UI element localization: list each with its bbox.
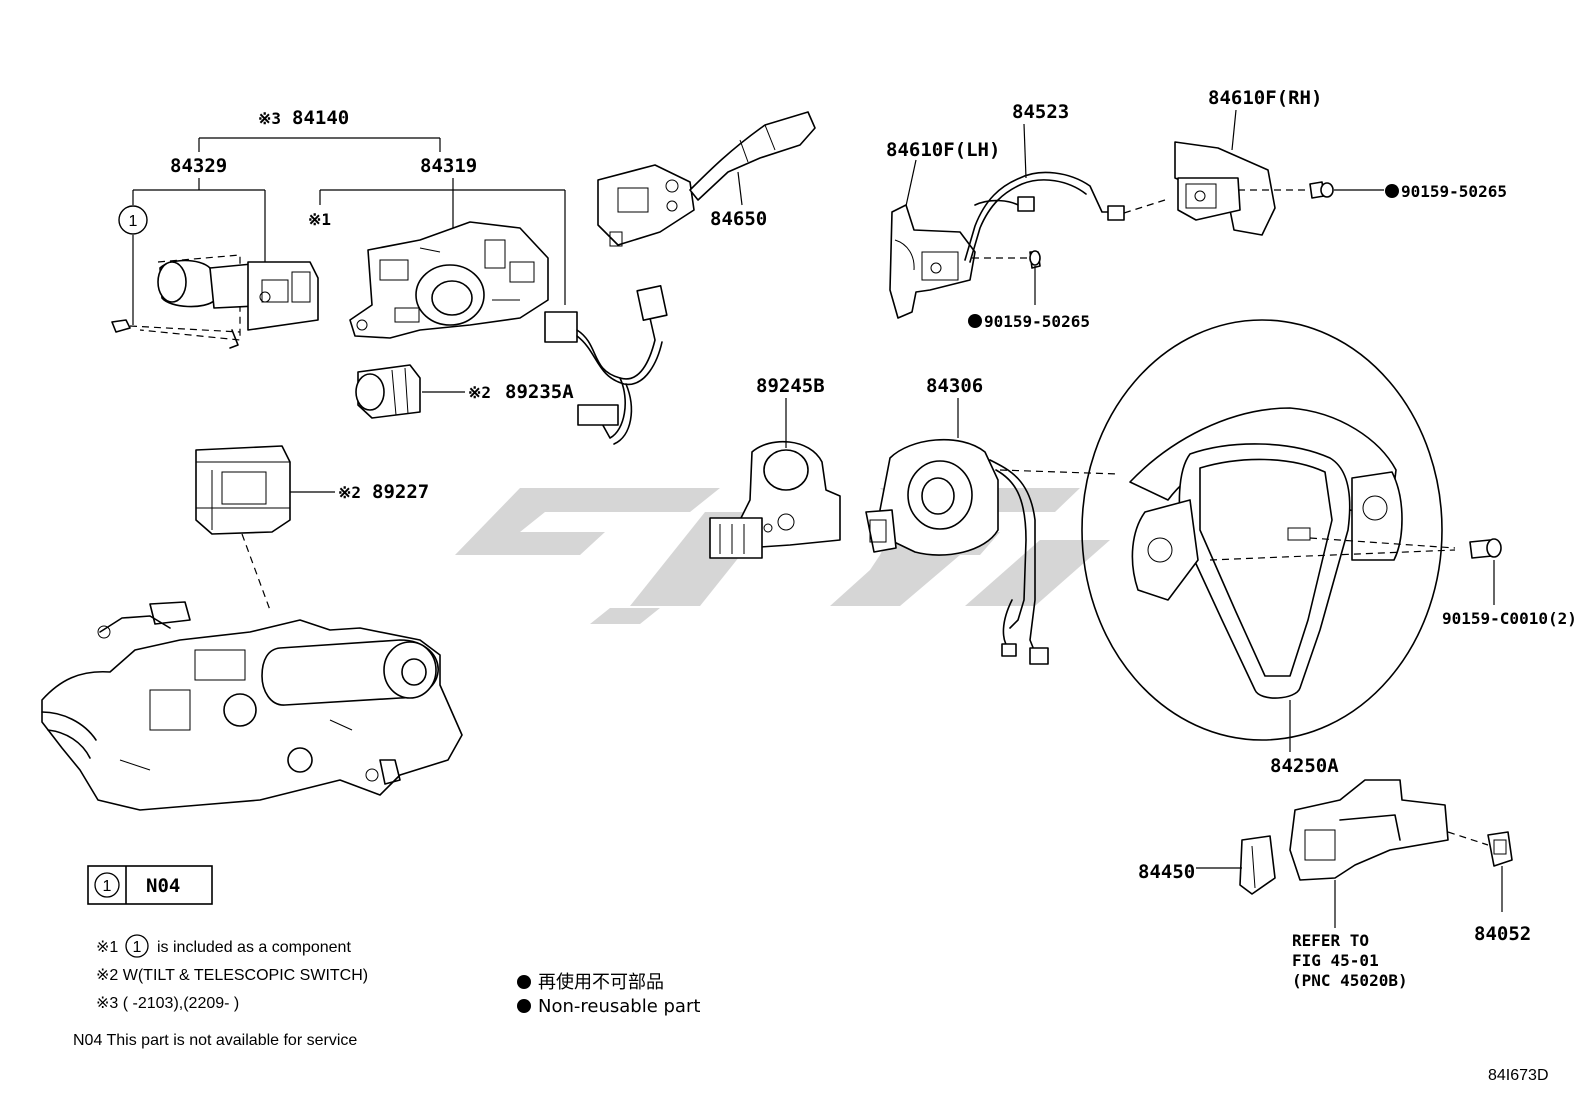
label-84610F-RH: 84610F(RH) xyxy=(1208,87,1322,109)
note-3: ※3 ( -2103),(2209- ) xyxy=(96,995,239,1012)
part-84610F-RH-switch xyxy=(1174,109,1310,236)
non-reusable-dot-upper xyxy=(1385,184,1399,198)
bracket-84140 xyxy=(132,137,566,325)
label-90159-C0010: 90159-C0010(2) xyxy=(1442,609,1577,628)
part-84052-connector xyxy=(1487,831,1513,912)
refer-line-2: FIG 45-01 xyxy=(1292,951,1379,970)
note-4: N04 This part is not available for servi… xyxy=(73,1032,357,1049)
part-84329-turn-signal-switch xyxy=(111,254,319,349)
part-steering-column xyxy=(41,601,463,811)
label-84306: 84306 xyxy=(926,375,983,397)
label-84319: 84319 xyxy=(420,155,477,177)
label-89235A: 89235A xyxy=(505,381,574,403)
part-84650-wiper-switch xyxy=(597,111,816,247)
label-84140: 84140 xyxy=(292,107,349,129)
component-marker-1: 1 xyxy=(118,205,148,235)
mark-84319: ※1 xyxy=(308,210,331,229)
refer-line-1: REFER TO xyxy=(1292,931,1369,950)
part-screw-upper xyxy=(1309,181,1384,199)
mark-89227: ※2 xyxy=(338,483,361,502)
part-84319-switch-body xyxy=(349,221,549,339)
note-1-circle: 1 xyxy=(133,939,142,956)
label-84052: 84052 xyxy=(1474,923,1531,945)
note-dot-cn: 再使用不可部品 xyxy=(538,972,664,993)
part-84610F-LH-switch xyxy=(889,159,976,319)
note-2: ※2 W(TILT & TELESCOPIC SWITCH) xyxy=(96,967,368,984)
part-84250A-steering-wheel xyxy=(1081,319,1443,752)
part-89227-switch xyxy=(195,445,335,611)
part-84523-wire-harness xyxy=(964,123,1166,263)
part-column-cover-group xyxy=(1196,779,1489,928)
note-1-text: is included as a component xyxy=(157,939,351,956)
non-reusable-dot-lower xyxy=(968,314,982,328)
label-90159-50265-upper: 90159-50265 xyxy=(1401,182,1507,201)
component-marker-1-text: 1 xyxy=(129,213,138,230)
figure-id: 84I673D xyxy=(1488,1067,1549,1084)
refer-line-3: (PNC 45020B) xyxy=(1292,971,1408,990)
part-screw-90159-C0010 xyxy=(1209,537,1502,605)
label-84523: 84523 xyxy=(1012,101,1069,123)
legend-circle-text: 1 xyxy=(103,878,112,895)
legend-box: 1 N04 xyxy=(87,865,213,905)
label-84650: 84650 xyxy=(710,208,767,230)
label-84250A: 84250A xyxy=(1270,755,1339,777)
part-84306-spiral-cable xyxy=(865,398,1119,665)
label-89245B: 89245B xyxy=(756,375,825,397)
part-screw-lower xyxy=(1029,250,1041,305)
part-84319-wire-harness xyxy=(544,285,668,445)
notes: ※1 1 is included as a component ※2 W(TIL… xyxy=(73,934,700,1049)
note-1-mark: ※1 xyxy=(96,939,118,956)
note-dot-en: Non-reusable part xyxy=(538,996,700,1017)
label-90159-50265-lower: 90159-50265 xyxy=(984,312,1090,331)
label-84450: 84450 xyxy=(1138,861,1195,883)
mark-89235A: ※2 xyxy=(468,383,491,402)
label-84610F-LH: 84610F(LH) xyxy=(886,139,1000,161)
label-84329: 84329 xyxy=(170,155,227,177)
part-89235A-switch xyxy=(355,364,465,419)
part-89245B-sensor xyxy=(709,398,841,559)
legend-code: N04 xyxy=(146,875,180,897)
label-89227: 89227 xyxy=(372,481,429,503)
mark-84140: ※3 xyxy=(258,109,281,128)
